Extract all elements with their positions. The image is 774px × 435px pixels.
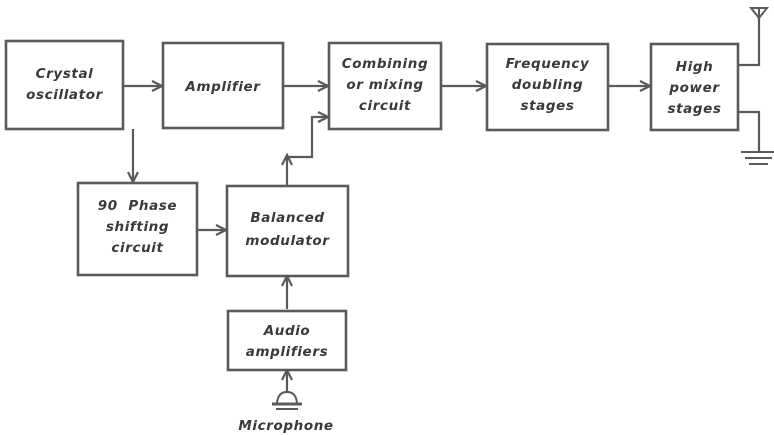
block-amplifier: Amplifier — [161, 41, 285, 130]
combining-line-3: circuit — [359, 98, 411, 114]
phase-line-1: 90 Phase — [98, 198, 177, 214]
block-phase-shifting: 90 Phase shifting circuit — [76, 181, 199, 277]
high-power-line-3: stages — [667, 101, 721, 117]
arrow-modulator-up — [281, 152, 293, 166]
doubling-line-1: Frequency — [506, 56, 590, 72]
block-combining-circuit: Combining or mixing circuit — [327, 41, 443, 131]
output-connections — [738, 18, 761, 152]
phase-line-3: circuit — [111, 240, 163, 256]
crystal-oscillator-line-1: Crystal — [36, 66, 94, 82]
block-balanced-modulator: Balanced modulator — [225, 184, 350, 278]
crystal-oscillator-line-2: oscillator — [26, 87, 103, 103]
combining-line-2: or mixing — [346, 77, 423, 93]
microphone-label: Microphone — [238, 418, 333, 434]
antenna-icon — [748, 7, 770, 20]
block-frequency-doubling: Frequency doubling stages — [485, 42, 610, 132]
phase-line-2: shifting — [106, 219, 169, 235]
microphone-icon — [272, 390, 302, 410]
block-audio-amplifiers: Audio amplifiers — [226, 309, 348, 372]
modulator-line-1: Balanced — [250, 210, 324, 226]
amplifier-label: Amplifier — [184, 79, 261, 95]
doubling-line-3: stages — [520, 98, 574, 114]
wire-modulator-to-combining — [285, 115, 326, 185]
audio-line-2: amplifiers — [246, 344, 328, 360]
high-power-line-2: power — [668, 80, 720, 96]
block-crystal-oscillator: Crystal oscillator — [4, 39, 125, 131]
ground-icon — [741, 151, 774, 165]
modulator-line-2: modulator — [245, 233, 330, 249]
combining-line-1: Combining — [342, 56, 428, 72]
doubling-line-2: doubling — [512, 77, 584, 93]
block-high-power: High power stages — [649, 42, 740, 132]
high-power-line-1: High — [676, 59, 714, 75]
audio-line-1: Audio — [263, 323, 311, 339]
connections — [123, 80, 653, 393]
